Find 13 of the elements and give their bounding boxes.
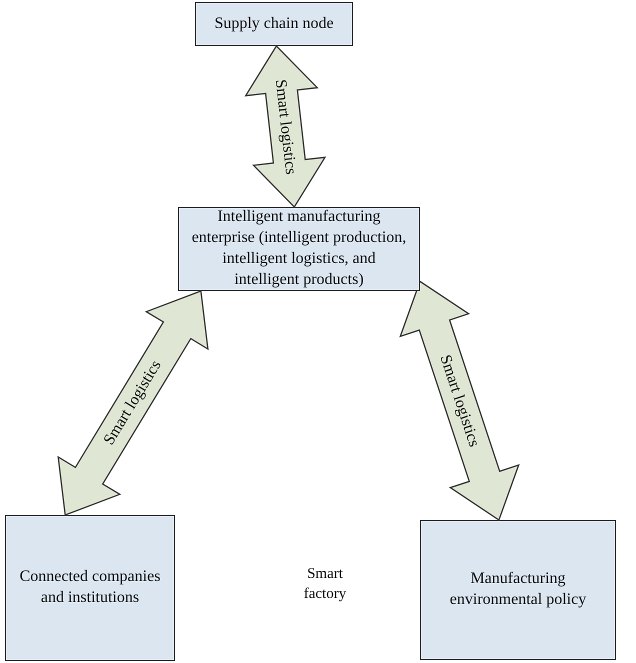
double-arrow	[399, 280, 520, 521]
box-text: Supply chain node	[214, 14, 334, 34]
edge-label: Smart logistics	[271, 78, 300, 175]
double-arrow	[57, 290, 209, 516]
box-text: Manufacturing environmental policy	[448, 569, 588, 610]
process-box	[420, 520, 616, 660]
box-text: Intelligent manufacturing enterprise (intelligent production, intelligent logistics, and intelligent products)	[190, 207, 408, 290]
box-text: Connected companies and institutions	[18, 567, 162, 608]
process-box	[195, 2, 353, 46]
area-label: Smart factory	[302, 565, 348, 604]
edge-label: Smart logistics	[436, 352, 483, 449]
double-arrow	[244, 44, 326, 208]
process-box	[5, 515, 175, 661]
